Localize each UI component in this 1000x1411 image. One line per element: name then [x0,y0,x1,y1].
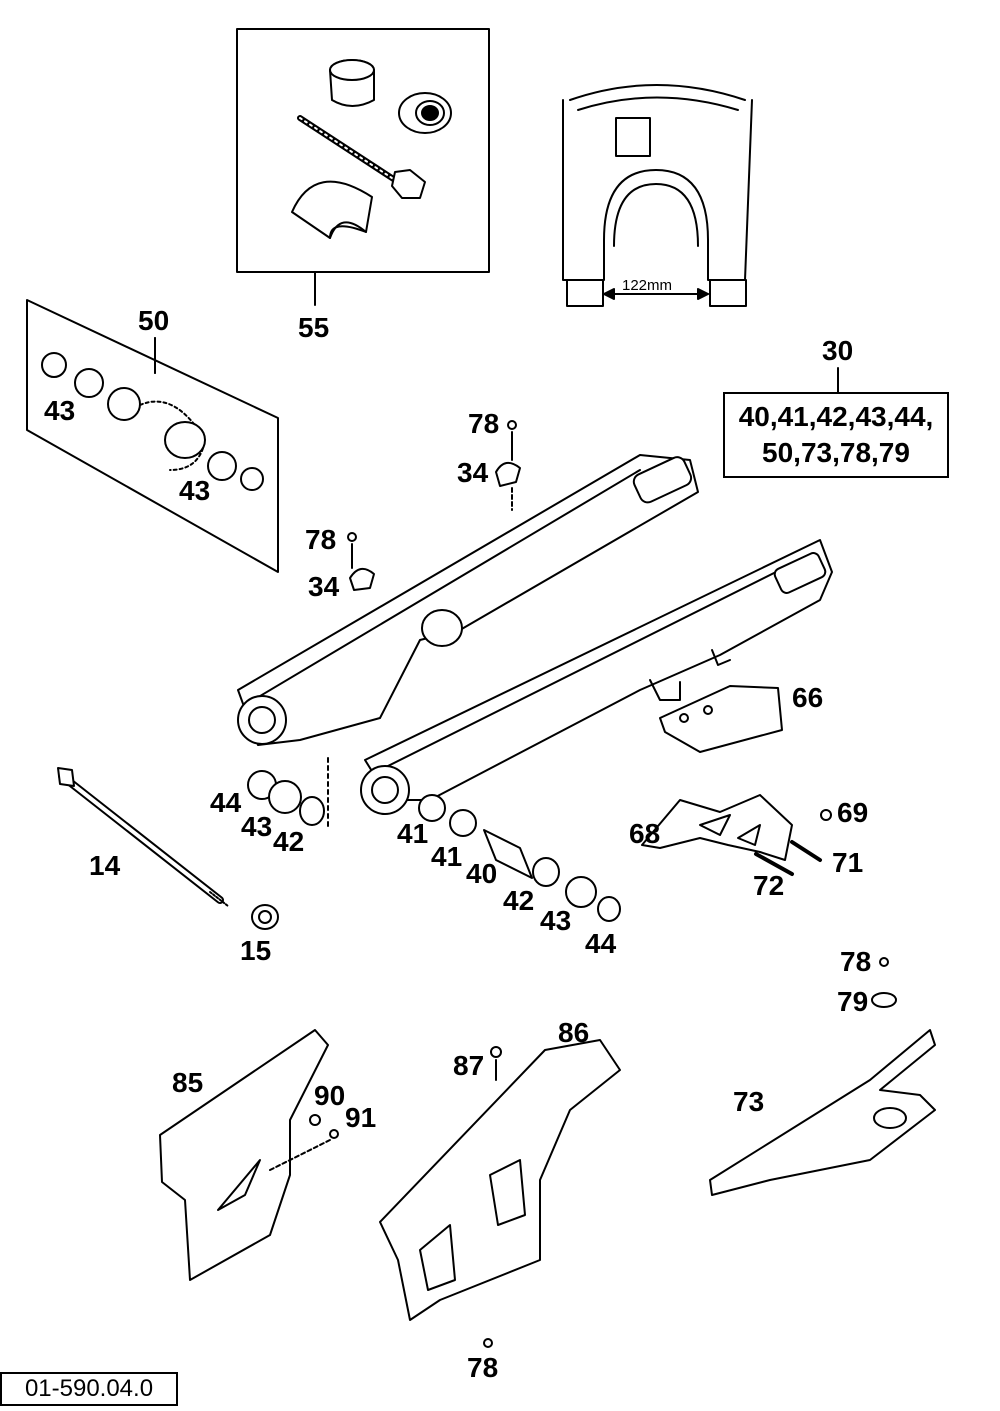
kit-30-contents-box: 40,41,42,43,44, 50,73,78,79 [723,392,949,478]
callout-87: 87 [453,1050,485,1081]
callout-44: 44 [210,787,242,818]
callout-72: 72 [753,870,785,901]
right-bearing-stack [418,794,621,922]
chain-slider [709,957,936,1196]
callout-43: 43 [241,811,273,842]
callout-91: 91 [345,1102,377,1133]
left-bearing-stack [247,757,329,827]
brace [379,1039,621,1348]
callout-42: 42 [503,885,535,916]
callout-43: 43 [44,395,76,426]
callout-34: 34 [308,571,340,602]
callout-90: 90 [314,1080,346,1111]
callout-85: 85 [172,1067,204,1098]
chain-guide-slider [659,685,783,753]
callout-42: 42 [273,826,305,857]
chain-guide [641,794,793,861]
callout-78: 78 [468,408,500,439]
kit-contents-line: 50,73,78,79 [762,437,910,468]
callout-73: 73 [733,1086,765,1117]
callout-41: 41 [431,841,463,872]
swingarm [237,454,833,815]
callout-41: 41 [397,818,429,849]
kit-50-group [26,299,279,573]
callout-66: 66 [792,682,824,713]
callout-79: 79 [837,986,869,1017]
callout-86: 86 [558,1017,590,1048]
pivot-nut [251,904,279,930]
callout-40: 40 [466,858,498,889]
callout-68: 68 [629,818,661,849]
chain-guide-bolts [754,809,832,876]
document-id: 01-590.04.0 [0,1372,178,1406]
spacer-sleeve [329,59,375,107]
callout-43: 43 [179,475,211,506]
callout-34: 34 [457,457,489,488]
chain-guard [159,1029,339,1281]
frame-section [562,84,753,307]
kit-contents-line: 40,41,42,43,44, [738,401,934,432]
kit-half-shell [291,180,373,239]
pivot-axle [57,767,229,907]
callout-78: 78 [467,1352,499,1383]
callout-71: 71 [832,847,864,878]
kit-bearing [398,92,452,134]
callout-78: 78 [840,946,872,977]
kit-55-group [236,28,490,306]
callout-50: 50 [138,305,170,336]
callout-43: 43 [540,905,572,936]
callout-78: 78 [305,524,337,555]
callout-15: 15 [240,935,272,966]
callout-14: 14 [89,850,121,881]
callout-69: 69 [837,797,869,828]
cable-clamp-upper [495,420,521,511]
dimension-label: 122mm [622,277,673,294]
callout-55: 55 [298,312,330,343]
callout-44: 44 [585,928,617,959]
cable-clamp-lower [347,532,375,591]
callout-30: 30 [822,335,854,366]
kit-pivot-bolt [297,115,426,199]
